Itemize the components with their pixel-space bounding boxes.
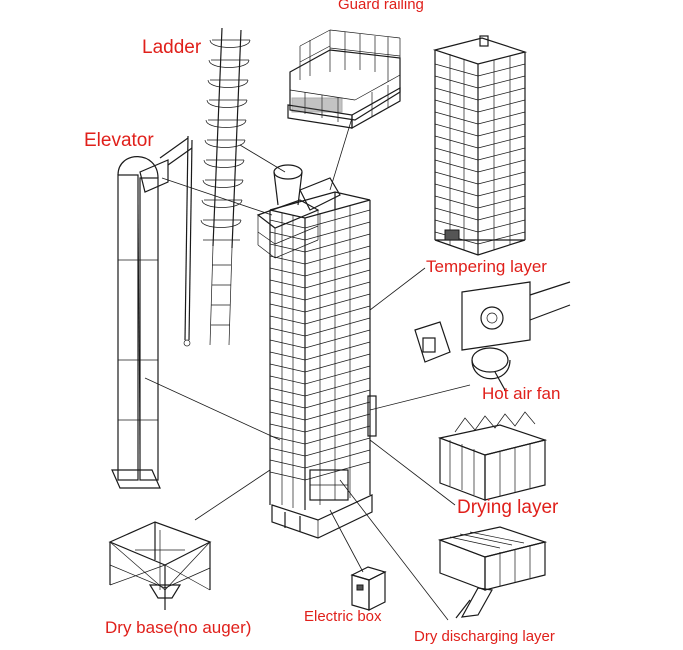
dry-base-drawing [108, 521, 212, 610]
tower-panel-line [304, 209, 371, 229]
dry-discharging-layer-label: Dry discharging layer [414, 628, 555, 645]
tempering-panel-line [477, 147, 526, 161]
tower-panel-line [269, 447, 306, 457]
tower-panel-line [269, 231, 306, 241]
leader-lines [144, 117, 471, 621]
tempering-panel-line [434, 111, 479, 125]
tempering-panel-line [434, 183, 479, 197]
tower-panel-line [304, 461, 371, 481]
tower-panel-line [269, 327, 306, 337]
tempering-panel-line [477, 135, 526, 149]
electric-box-label: Electric box [304, 608, 382, 625]
tower-panel-line [304, 389, 371, 409]
tower-panel-line [304, 245, 371, 265]
tempering-panel-line [434, 63, 479, 77]
tempering-panel-line [434, 159, 479, 173]
tower-panel-line [269, 303, 306, 313]
tower-panel-line [269, 351, 306, 361]
tower-panel-line [269, 375, 306, 385]
tempering-panel-line [477, 159, 526, 173]
guard-railing-drawing [287, 29, 401, 130]
tempering-panel-line [477, 123, 526, 137]
dry-discharging-layer-drawing [437, 526, 548, 619]
tower-panel-line [304, 233, 371, 253]
tempering-panel-line [477, 207, 526, 221]
tempering-panel-line [434, 135, 479, 149]
tempering-panel-line [477, 87, 526, 101]
tower-panel-line [269, 267, 306, 277]
tempering-panel-line [434, 99, 479, 113]
tempering-panel-line [434, 195, 479, 209]
tempering-panel-line [434, 207, 479, 221]
tower-panel-line [269, 291, 306, 301]
tower-panel-line [304, 281, 371, 301]
tower-panel-line [304, 257, 371, 277]
tower-panel-line [269, 339, 306, 349]
tempering-panel-line [477, 231, 526, 245]
tempering-panel-line [434, 171, 479, 185]
tower-panel-line [269, 423, 306, 433]
tower-panel-line [269, 399, 306, 409]
tower-panel-line [304, 437, 371, 457]
elevator-label: Elevator [84, 130, 154, 151]
tower-panel-line [269, 411, 306, 421]
tower-panel-line [304, 353, 371, 373]
tower-panel-line [304, 269, 371, 289]
tower-panel-line [269, 279, 306, 289]
tower-panel-line [304, 413, 371, 433]
electric-box-drawing [350, 566, 387, 611]
tower-panel-line [304, 425, 371, 445]
tower-panel-line [304, 221, 371, 241]
tower-panel-line [304, 365, 371, 385]
guard-railing-label: Guard railing [338, 0, 424, 13]
hot-air-fan-drawing [414, 281, 571, 391]
tower-panel-line [269, 387, 306, 397]
tempering-layer-label: Tempering layer [426, 257, 547, 276]
tower-panel-line [269, 459, 306, 469]
drying-layer-label: Drying layer [457, 497, 559, 518]
tower-panel-line [269, 219, 306, 229]
tempering-panel-line [434, 147, 479, 161]
tower-panel-line [269, 435, 306, 445]
tower-panel-line [304, 449, 371, 469]
tower-panel-line [269, 471, 306, 481]
tower-panel-line [304, 317, 371, 337]
tempering-panel-line [477, 99, 526, 113]
tempering-panel-line [477, 63, 526, 77]
drying-layer-drawing [437, 411, 548, 501]
tower-panel-line [304, 293, 371, 313]
tempering-panel-line [477, 75, 526, 89]
tower-panel-line [269, 243, 306, 253]
tempering-panel-line [434, 219, 479, 233]
tower-panel-line [269, 363, 306, 373]
tempering-panel-line [477, 171, 526, 185]
tower-panel-line [304, 401, 371, 421]
tower-panel-line [269, 315, 306, 325]
tempering-panel-line [477, 219, 526, 233]
tower-panel-line [304, 377, 371, 397]
tempering-panel-line [477, 111, 526, 125]
tempering-panel-line [477, 195, 526, 209]
tempering-layer-drawing [432, 35, 528, 256]
tempering-panel-line [434, 87, 479, 101]
tempering-panel-line [434, 75, 479, 89]
ladder-drawing [200, 27, 251, 346]
dry-base-label: Dry base(no auger) [105, 618, 252, 637]
ladder-label: Ladder [142, 37, 202, 58]
tempering-panel-line [434, 123, 479, 137]
tower-panel-line [304, 341, 371, 361]
tower-panel-line [304, 305, 371, 325]
hot-air-fan-label: Hot air fan [482, 384, 561, 403]
tempering-panel-line [477, 183, 526, 197]
tower-panel-line [304, 329, 371, 349]
main-tower-drawing [256, 164, 377, 539]
elevator-drawing [111, 135, 193, 489]
